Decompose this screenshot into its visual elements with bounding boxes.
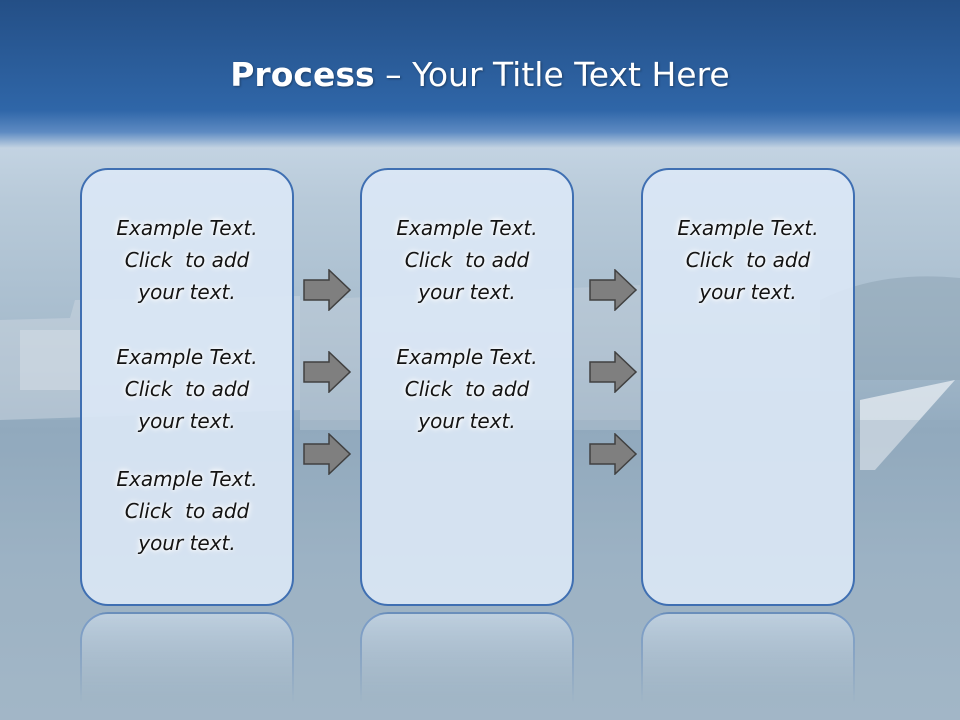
- text-line: Example Text.: [677, 216, 819, 240]
- text-line: Click to add: [404, 377, 530, 401]
- right-arrow-icon: [303, 433, 351, 475]
- text-line: your text.: [138, 409, 236, 433]
- ship-deck: [20, 330, 80, 390]
- right-arrow-icon: [303, 269, 351, 311]
- ship-bow-shape: [860, 380, 955, 470]
- title-rest-text: – Your Title Text Here: [374, 55, 730, 94]
- text-line: Example Text.: [116, 467, 258, 491]
- text-line: Example Text.: [396, 216, 538, 240]
- text-placeholder[interactable]: Example Text. Click to add your text.: [643, 212, 853, 308]
- text-placeholder[interactable]: Example Text. Click to add your text.: [362, 212, 572, 308]
- right-arrow-icon: [589, 433, 637, 475]
- text-line: your text.: [699, 280, 797, 304]
- title-bold-text: Process: [230, 55, 375, 94]
- text-line: Example Text.: [116, 216, 258, 240]
- text-placeholder[interactable]: Example Text. Click to add your text.: [362, 341, 572, 437]
- text-line: your text.: [138, 280, 236, 304]
- text-line: Example Text.: [116, 345, 258, 369]
- process-step-box-3[interactable]: Example Text. Click to add your text.: [641, 168, 855, 606]
- text-line: Click to add: [124, 499, 250, 523]
- box-reflection: [80, 612, 294, 720]
- text-line: Click to add: [124, 248, 250, 272]
- text-placeholder[interactable]: Example Text. Click to add your text.: [82, 463, 292, 559]
- text-line: your text.: [418, 409, 516, 433]
- box-reflection: [641, 612, 855, 720]
- text-line: Click to add: [124, 377, 250, 401]
- right-arrow-icon: [303, 351, 351, 393]
- right-arrow-icon: [589, 269, 637, 311]
- text-line: Click to add: [685, 248, 811, 272]
- hill-shape: [820, 276, 960, 380]
- box-reflection: [360, 612, 574, 720]
- text-line: Example Text.: [396, 345, 538, 369]
- text-line: Click to add: [404, 248, 530, 272]
- right-arrow-icon: [589, 351, 637, 393]
- text-placeholder[interactable]: Example Text. Click to add your text.: [82, 212, 292, 308]
- process-step-box-2[interactable]: Example Text. Click to add your text. Ex…: [360, 168, 574, 606]
- text-line: your text.: [418, 280, 516, 304]
- slide-title[interactable]: Process – Your Title Text Here: [0, 52, 960, 98]
- process-step-box-1[interactable]: Example Text. Click to add your text. Ex…: [80, 168, 294, 606]
- text-line: your text.: [138, 531, 236, 555]
- text-placeholder[interactable]: Example Text. Click to add your text.: [82, 341, 292, 437]
